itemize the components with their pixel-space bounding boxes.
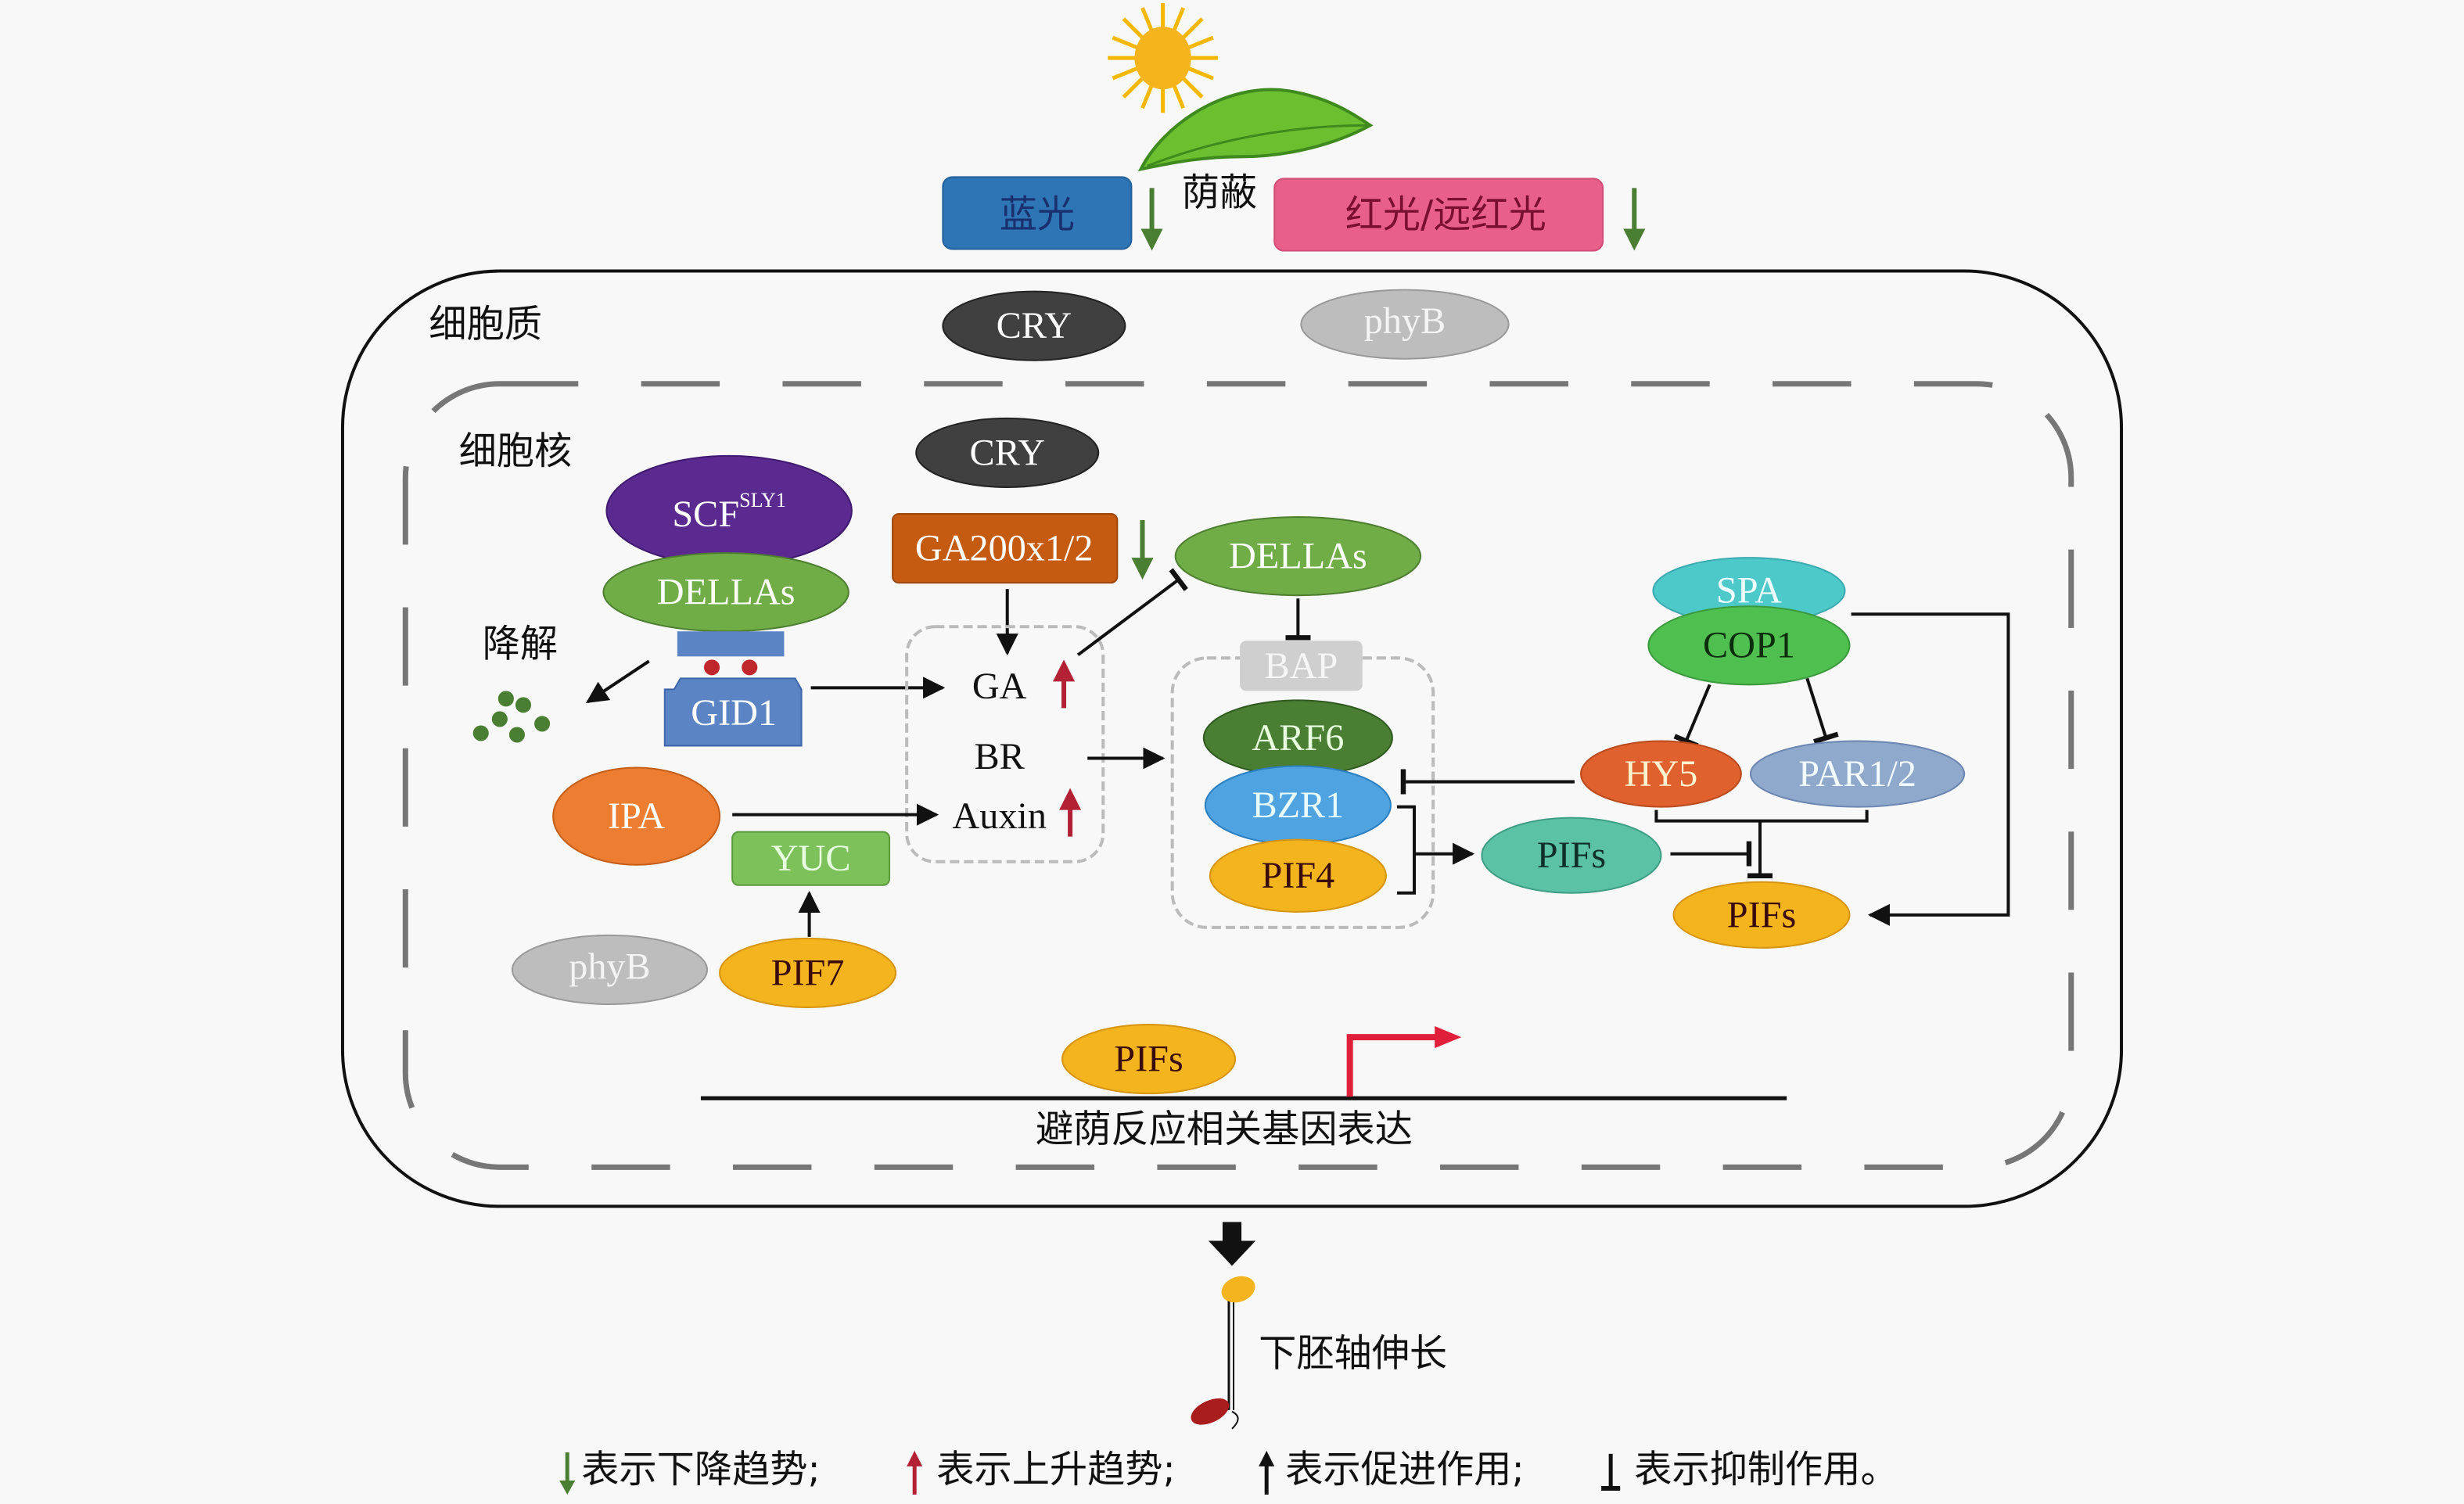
down-trend-arrow-icon (1623, 188, 1646, 251)
svg-text:PIF7: PIF7 (771, 952, 845, 993)
transcription-start-icon (1346, 1026, 1462, 1097)
cry-cytoplasm-node: CRY (942, 290, 1126, 361)
cop1-to-pifs-arrow (1851, 612, 2010, 926)
hy5-par-bracket (1654, 809, 1869, 823)
gid1-node: GID1 (663, 677, 803, 747)
degradation-arrow (585, 659, 650, 704)
par12-node: PAR1/2 (1749, 740, 1966, 808)
svg-text:ARF6: ARF6 (1252, 717, 1344, 759)
phyb-cytoplasm-node: phyB (1300, 289, 1510, 360)
svg-text:IPA: IPA (608, 795, 665, 837)
sun-icon (1108, 3, 1218, 113)
seedling-icon (1191, 1276, 1255, 1430)
hypocotyl-elongation-label: 下胚轴伸长 (1259, 1332, 1447, 1376)
svg-text:CRY: CRY (970, 432, 1045, 473)
bzr1-node: BZR1 (1204, 765, 1392, 845)
yuc-node: YUC (731, 831, 891, 886)
svg-text:DELLAs: DELLAs (657, 572, 796, 613)
phyb-nucleus-node: phyB (511, 934, 709, 1006)
ga20ox-node: GA200x1/2 (892, 513, 1119, 584)
spa-node: SPA (1652, 557, 1846, 625)
gid1-linker (677, 631, 785, 657)
svg-text:表示下降趋势;: 表示下降趋势; (581, 1448, 820, 1491)
nucleus-label: 细胞核 (459, 429, 573, 473)
cytoplasm-label: 细胞质 (429, 303, 542, 346)
svg-text:表示上升趋势;: 表示上升趋势; (936, 1448, 1175, 1491)
cell-membrane (340, 269, 2124, 1208)
down-trend-arrow-icon (1140, 188, 1163, 251)
bap-node: BAP (1240, 641, 1363, 691)
pifs-teal-node: PIFs (1481, 817, 1662, 894)
svg-text:PIFs: PIFs (1727, 894, 1796, 935)
up-trend-arrow-icon (1059, 788, 1082, 837)
svg-text:YUC: YUC (771, 838, 851, 879)
bap-complex-box (1170, 656, 1435, 929)
ga-molecule-icon (704, 659, 720, 676)
legend-item-promote: 表示促进作用; (1259, 1448, 1525, 1495)
black-up-arrow-icon (1259, 1450, 1275, 1495)
svg-text:SPA: SPA (1716, 570, 1782, 612)
pifs-gene-node: PIFs (1061, 1024, 1237, 1095)
down-trend-arrow-icon (1131, 520, 1154, 580)
scf-sly1-node: SCFSLY1 (605, 454, 853, 567)
svg-text:PIFs: PIFs (1114, 1039, 1183, 1080)
hormone-group-box (905, 625, 1105, 863)
ipa-node: IPA (552, 766, 721, 866)
svg-text:CRY: CRY (997, 305, 1072, 346)
shade-label: 荫蔽 (1182, 171, 1257, 214)
svg-text:PIFs: PIFs (1537, 835, 1606, 876)
svg-text:表示促进作用;: 表示促进作用; (1285, 1448, 1524, 1491)
pif4-node: PIF4 (1209, 838, 1387, 913)
red-up-arrow-icon (907, 1450, 923, 1495)
legend-item-inhibit: 表示抑制作用。 (1601, 1448, 1898, 1491)
outcome-arrow-icon (1208, 1222, 1256, 1266)
br-label: BR (975, 736, 1025, 777)
svg-text:表示抑制作用。: 表示抑制作用。 (1634, 1448, 1898, 1491)
auxin-label: Auxin (952, 795, 1046, 837)
dellas-left-node: DELLAs (602, 552, 849, 633)
degradation-label: 降解 (483, 622, 558, 666)
dellas-right-node: DELLAs (1174, 516, 1422, 597)
ga-molecule-icon (742, 659, 758, 676)
svg-text:phyB: phyB (569, 946, 650, 987)
blue-light-box: 蓝光 (942, 176, 1133, 250)
blue-light-label: 蓝光 (1000, 192, 1075, 236)
cop1-inhibits-par12 (1805, 677, 1839, 745)
svg-text:phyB: phyB (1364, 300, 1446, 342)
gene-expression-label: 避荫反应相关基因表达 (1036, 1107, 1413, 1151)
red-farred-light-box: 红光/远红光 (1273, 178, 1604, 252)
pifs-right-node: PIFs (1672, 881, 1851, 949)
svg-text:COP1: COP1 (1703, 625, 1795, 666)
svg-text:GA200x1/2: GA200x1/2 (915, 528, 1094, 569)
cop1-inhibits-hy5 (1673, 684, 1712, 748)
legend-item-down: 表示下降趋势; (559, 1448, 821, 1495)
svg-text:BAP: BAP (1265, 645, 1338, 687)
legend-item-up: 表示上升趋势; (907, 1448, 1176, 1495)
svg-text:DELLAs: DELLAs (1229, 536, 1367, 577)
pif7-node: PIF7 (719, 937, 897, 1009)
svg-text:PAR1/2: PAR1/2 (1798, 753, 1916, 795)
cry-nucleus-node: CRY (915, 417, 1100, 488)
svg-text:GID1: GID1 (691, 692, 777, 734)
legend: 表示下降趋势; 表示上升趋势; 表示促进作用; 表示抑制作用。 (559, 1448, 1898, 1495)
complex-bracket (1396, 805, 1417, 895)
leaf-icon (1137, 88, 1374, 172)
ga-inhibits-dellas (1076, 568, 1188, 656)
cop1-node: COP1 (1647, 605, 1851, 686)
svg-text:SCFSLY1: SCFSLY1 (672, 489, 786, 535)
hy5-node: HY5 (1579, 740, 1742, 808)
svg-text:BZR1: BZR1 (1252, 784, 1344, 826)
ga-label: GA (972, 666, 1027, 707)
degraded-fragments-icon (472, 691, 551, 743)
svg-text:PIF4: PIF4 (1261, 855, 1334, 896)
inhibition-bar-icon (1601, 1453, 1621, 1491)
svg-text:HY5: HY5 (1625, 753, 1698, 795)
nucleus-membrane (402, 381, 2074, 1170)
red-farred-label: 红光/远红光 (1345, 192, 1546, 236)
green-down-arrow-icon (559, 1452, 576, 1495)
up-trend-arrow-icon (1052, 659, 1076, 709)
arf6-node: ARF6 (1202, 699, 1393, 777)
